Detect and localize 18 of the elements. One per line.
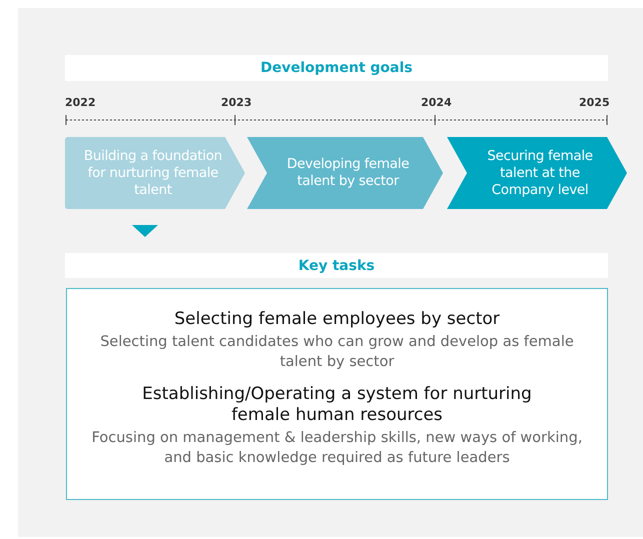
task-heading: Establishing/Operating a system for nurturing female human resources [141, 384, 533, 426]
year-label: 2025 [579, 96, 610, 109]
year-label: 2024 [421, 96, 452, 109]
phase-banner [65, 137, 245, 209]
task-description: Focusing on management & leadership skills, new ways of working, and basic knowledge required as future leaders [90, 428, 584, 468]
section-heading-band: Development goals [65, 55, 608, 81]
phase-label: Securing female talent at the Company level [486, 148, 594, 198]
year-label: 2022 [65, 96, 96, 109]
phase-label: Developing female talent by sector [286, 156, 410, 190]
phase-banner [247, 137, 443, 209]
phase-label: Building a foundation for nurturing female talent [82, 148, 224, 198]
task-heading: Selecting female employees by sector [174, 308, 500, 330]
year-label: 2023 [221, 96, 252, 109]
task-box [66, 288, 608, 500]
task-description: Selecting talent candidates who can grow and develop as female talent by sector [99, 332, 575, 372]
section-heading-band: Key tasks [65, 253, 608, 278]
phase-banner [447, 137, 627, 209]
down-triangle [132, 225, 158, 237]
